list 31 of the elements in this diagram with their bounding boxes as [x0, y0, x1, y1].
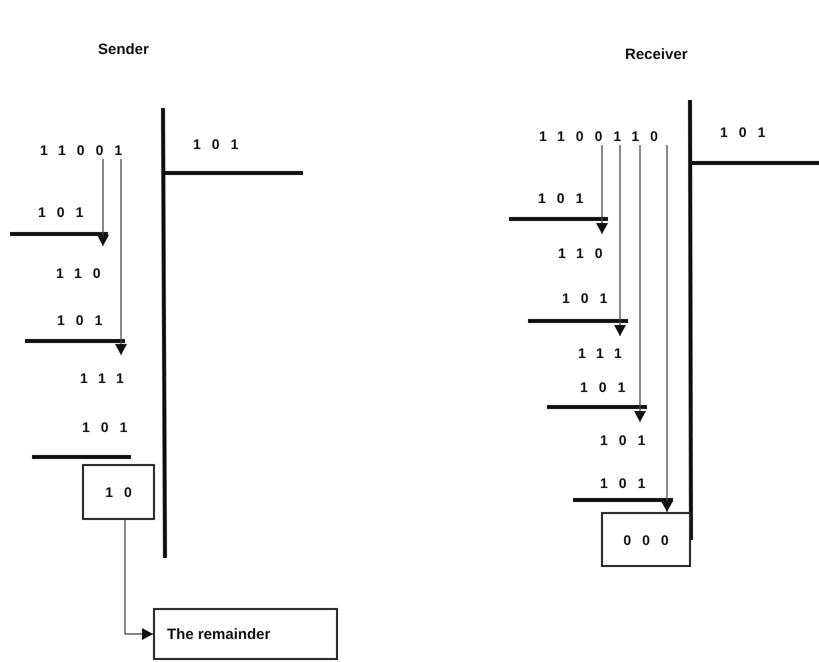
dividend-number: 1100110	[539, 127, 669, 145]
binary-number: 101	[57, 311, 114, 329]
binary-number: 101	[600, 422, 656, 449]
binary-number: 000	[623, 532, 680, 548]
box-label: The remainder	[167, 626, 270, 642]
binary-number: 101	[38, 203, 94, 221]
binary-number: 10	[105, 484, 143, 500]
binary-number: 101	[538, 189, 594, 207]
binary-number: 111	[578, 336, 633, 362]
arrow	[97, 159, 109, 246]
dividend-number: 11001	[40, 141, 134, 159]
binary-number: 110	[558, 234, 614, 262]
binary-number: 111	[80, 355, 135, 387]
binary-number: 110	[56, 246, 112, 282]
arrow	[634, 145, 646, 422]
binary-number: 101	[720, 123, 776, 141]
arrow	[614, 145, 626, 336]
arrow	[661, 145, 673, 512]
binary-number: 101	[82, 418, 138, 436]
arrow	[596, 145, 608, 234]
result-box	[601, 512, 691, 567]
heading: Receiver	[625, 46, 688, 64]
label-box	[153, 608, 338, 660]
binary-number: 101	[600, 474, 656, 492]
binary-number: 101	[562, 289, 618, 307]
result-box	[82, 464, 155, 520]
arrow	[124, 520, 153, 640]
binary-number: 101	[580, 378, 636, 396]
binary-number: 101	[193, 135, 250, 153]
heading: Sender	[98, 41, 149, 59]
arrow	[115, 159, 127, 355]
